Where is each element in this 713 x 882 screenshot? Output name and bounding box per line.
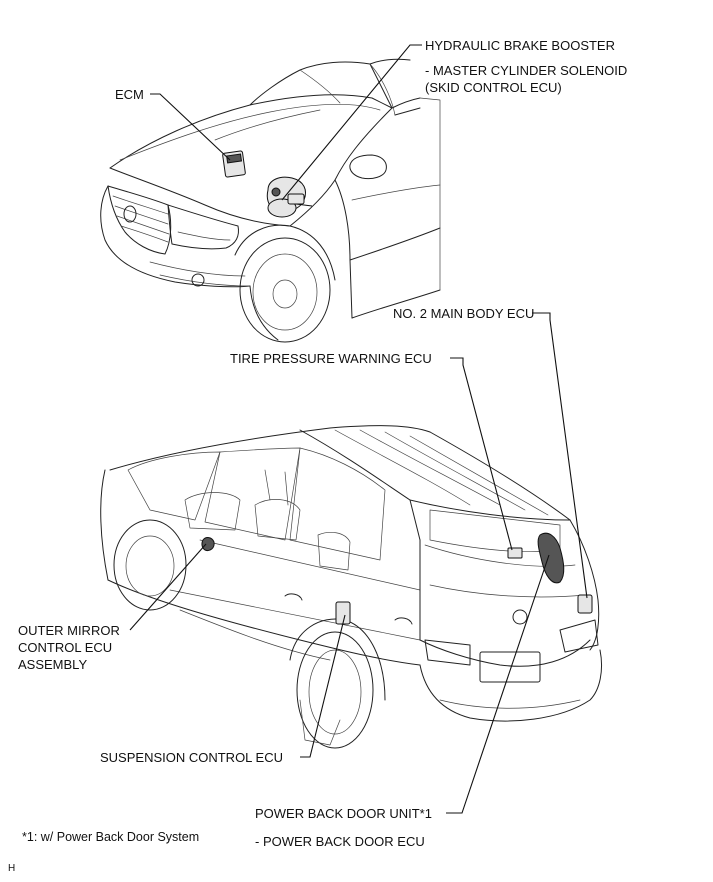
ecm-component [222,150,246,178]
power-back-door-unit-component [537,532,565,584]
ecm-leader-line [150,93,231,161]
outer-mirror-control-ecu-component [201,537,215,551]
tire-pressure-warning-ecu-label: TIRE PRESSURE WARNING ECU [230,351,432,366]
suspension-control-ecu-label: SUSPENSION CONTROL ECU [100,750,283,765]
tire-pressure-warning-ecu-component [507,547,523,559]
ecm-label: ECM [115,87,144,102]
outer-mirror-control-ecu-leader-line [129,543,207,631]
outer-mirror-control-ecu-label: OUTER MIRROR CONTROL ECU ASSEMBLY [18,623,120,672]
footnote: *1: w/ Power Back Door System [22,830,200,844]
corner-mark: H [8,863,16,874]
master-cylinder-solenoid-label: - MASTER CYLINDER SOLENOID (SKID CONTROL… [425,63,628,95]
no2-main-body-ecu-component [577,594,593,614]
no2-main-body-ecu-leader-line [532,312,588,599]
suspension-control-ecu-leader-line [300,614,346,758]
brake-booster-leader-line [281,44,422,201]
power-back-door-ecu-label: - POWER BACK DOOR ECU [255,834,425,849]
power-back-door-unit-leader-line [446,554,550,814]
suspension-control-ecu-component [335,601,351,625]
hydraulic-brake-booster-label: HYDRAULIC BRAKE BOOSTER [425,38,615,53]
power-back-door-unit-label: POWER BACK DOOR UNIT*1 [255,806,432,821]
no2-main-body-ecu-label: NO. 2 MAIN BODY ECU [393,306,535,321]
tire-pressure-warning-ecu-leader-line [450,357,513,551]
